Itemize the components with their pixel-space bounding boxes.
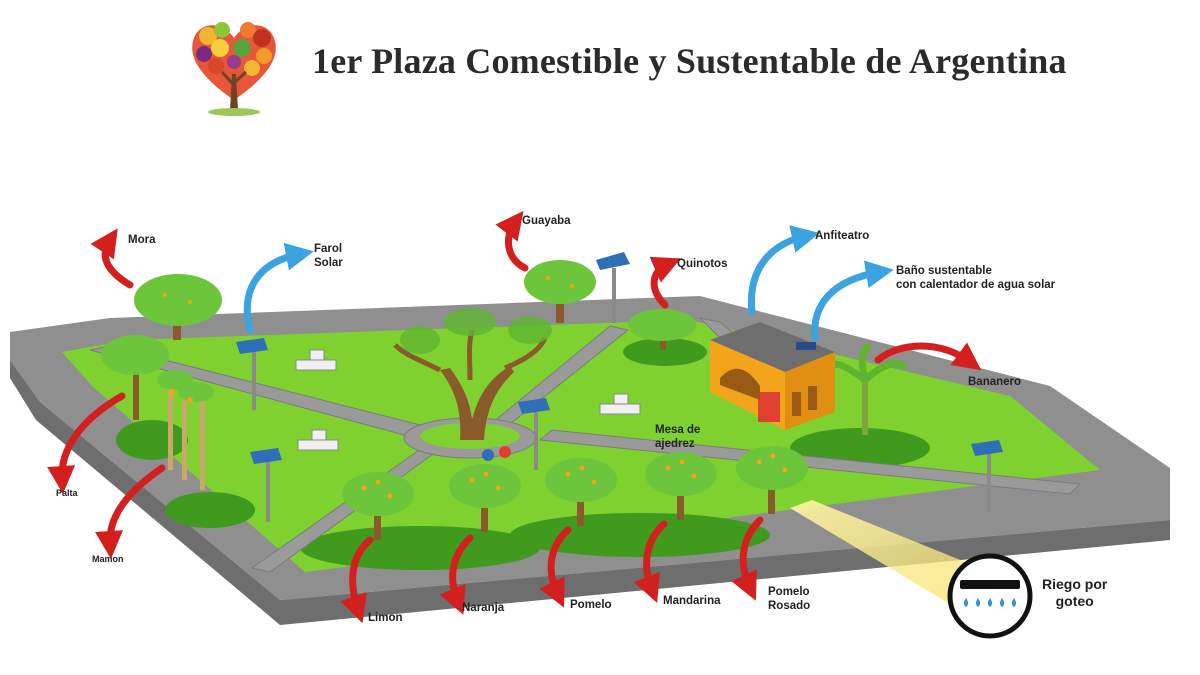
- page-title: 1er Plaza Comestible y Sustentable de Ar…: [312, 41, 1067, 81]
- tree-palta: [101, 335, 169, 420]
- solar-lamp-icon: [236, 338, 268, 410]
- arrow-limon: [340, 536, 374, 624]
- tree-pomelo: [545, 458, 617, 526]
- label-bano-sustentable: Baño sustentable con calentador de agua …: [896, 265, 1056, 291]
- label-bananero: Bananero: [968, 376, 1022, 388]
- arrow-pomelo: [539, 526, 572, 608]
- drip-irrigation-icon: [947, 553, 1033, 639]
- solar-lamp-icon: [596, 252, 630, 323]
- label-mandarina: Mandarina: [663, 595, 721, 607]
- tree-limon: [342, 472, 414, 540]
- arrow-pomelo-rosado: [731, 516, 764, 601]
- arrow-palta: [47, 392, 126, 494]
- tree-quinotos: [628, 309, 696, 350]
- label-naranja: Naranja: [462, 602, 505, 614]
- tree-mora: [134, 274, 222, 340]
- label-farol-solar: Farol Solar: [314, 243, 343, 269]
- arrow-farol-solar: [243, 242, 314, 334]
- tree-guayaba: [524, 260, 596, 323]
- building: [710, 322, 835, 430]
- arrow-guayaba: [495, 210, 529, 272]
- arrow-mamon: [95, 464, 166, 559]
- solar-lamp-icon: [250, 448, 282, 522]
- solar-lamp-icon: [518, 398, 550, 470]
- central-tree: [393, 308, 552, 440]
- label-mora: Mora: [128, 234, 156, 246]
- label-guayaba: Guayaba: [522, 215, 571, 227]
- tree-naranja: [449, 464, 521, 532]
- label-pomelo: Pomelo: [570, 599, 612, 611]
- solar-lamp-icon: [971, 440, 1003, 512]
- arrow-mandarina: [633, 520, 668, 604]
- label-anfiteatro: Anfiteatro: [815, 230, 870, 242]
- irrigation-beam: [790, 500, 985, 610]
- label-palta: Palta: [56, 488, 78, 498]
- label-riego-por-goteo: Riego por goteo: [1042, 576, 1108, 609]
- arrow-quinotos: [649, 256, 681, 309]
- arrow-anfiteatro: [747, 225, 820, 316]
- tree-mamon: [157, 370, 214, 490]
- arrow-bano: [811, 260, 894, 342]
- tree-mandarina: [645, 452, 717, 520]
- label-mamon: Mamon: [92, 554, 124, 564]
- label-pomelo-rosado: Pomelo Rosado: [768, 586, 811, 612]
- label-mesa-de-ajedrez: Mesa de ajedrez: [655, 424, 701, 450]
- arrow-mora: [90, 228, 134, 289]
- bench-icon: [295, 349, 641, 451]
- label-limon: Limon: [368, 612, 403, 624]
- fruit-tree-row: [342, 446, 808, 540]
- label-quinotos: Quinotos: [677, 258, 728, 270]
- arrow-bananero: [874, 342, 982, 371]
- heart-tree-logo-icon: [192, 22, 276, 116]
- tree-pomelo-rosado: [736, 446, 808, 514]
- chess-table: [482, 446, 511, 461]
- grass-field: [62, 320, 1100, 572]
- arrow-naranja: [439, 534, 474, 615]
